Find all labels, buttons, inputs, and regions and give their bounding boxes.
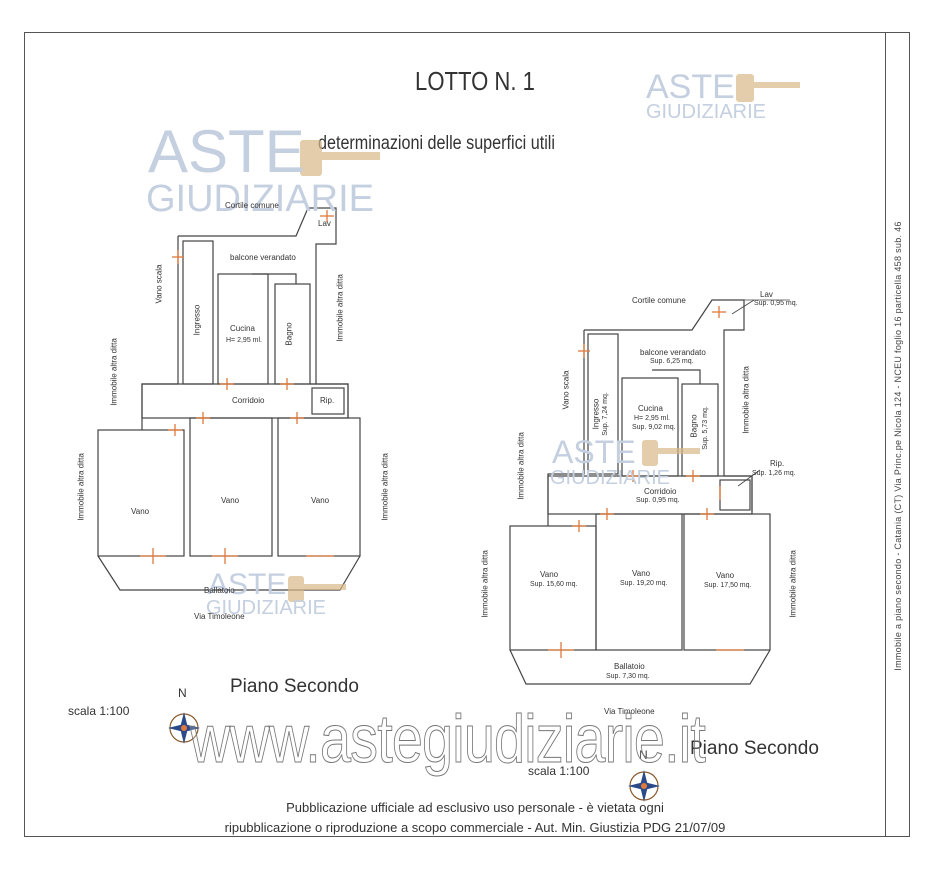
- right-vano2-label: Vano: [632, 569, 651, 578]
- gavel-logo-1: [300, 140, 380, 176]
- left-immobile-right2: Immobile altra ditta: [380, 453, 390, 521]
- right-vano-scala-label: Vano scala: [561, 370, 571, 410]
- right-via-label: Via Timoleone: [604, 707, 655, 716]
- right-rip-sup: Sup. 1,26 mq.: [752, 470, 796, 477]
- left-rip-label: Rip.: [320, 396, 335, 405]
- left-vano1-label: Vano: [131, 507, 150, 516]
- side-strip: [886, 32, 910, 837]
- right-immobile-left1: Immobile altra ditta: [516, 432, 526, 500]
- right-balcone-sup: Sup. 6,25 mq.: [650, 358, 694, 365]
- watermark-url: www.astegiudiziarie.it: [190, 701, 707, 778]
- right-cucina-label: Cucina: [638, 404, 663, 413]
- gavel-logo-3: [288, 576, 346, 602]
- right-corridoio-sup: Sup. 0,95 mq.: [636, 497, 680, 504]
- right-ingresso-label: Ingresso: [591, 398, 601, 430]
- right-bagno-label: Bagno: [689, 414, 699, 438]
- compass-left-n: N: [178, 686, 187, 700]
- right-vano3-label: Vano: [716, 571, 735, 580]
- right-plan-walls: [509, 299, 771, 685]
- right-corridoio-label: Corridoio: [644, 487, 677, 496]
- left-corridoio-label: Corridoio: [232, 396, 265, 405]
- left-ballatoio-label: Ballatoio: [204, 586, 235, 595]
- compass-right: [628, 770, 660, 802]
- right-cortile-label: Cortile comune: [632, 296, 686, 305]
- leader-lines: [731, 299, 790, 487]
- left-cucina-height: H= 2,95 ml.: [226, 337, 262, 344]
- left-bagno-label: Bagno: [284, 322, 294, 346]
- right-bagno-sup: Sup. 5,73 mq.: [702, 406, 709, 450]
- left-via-label: Via Timoleone: [194, 612, 245, 621]
- right-cucina-sup: Sup. 9,02 mq.: [632, 424, 676, 431]
- right-immobile-right1: Immobile altra ditta: [741, 366, 751, 434]
- right-immobile-right2: Immobile altra ditta: [788, 550, 798, 618]
- page-subtitle: determinazioni delle superfici utili: [318, 133, 555, 154]
- right-lav-label: Lav: [760, 290, 773, 299]
- footer-line-1: Pubblicazione ufficiale ad esclusivo uso…: [286, 800, 664, 815]
- door-markers: [140, 210, 744, 658]
- right-balcone-label: balcone verandato: [640, 348, 706, 357]
- right-vano1-sup: Sup. 15,60 mq.: [530, 581, 578, 588]
- right-rip-label: Rip.: [770, 459, 785, 468]
- right-immobile-left2: Immobile altra ditta: [480, 550, 490, 618]
- gavel-logo-4: [642, 440, 700, 466]
- right-vano3-sup: Sup. 17,50 mq.: [704, 582, 752, 589]
- left-floor-label: Piano Secondo: [230, 676, 359, 697]
- compass-right-n: N: [639, 748, 648, 762]
- right-ballatoio-sup: Sup. 7,30 mq.: [606, 673, 650, 680]
- right-scale-label: scala 1:100: [528, 764, 590, 778]
- left-vano2-label: Vano: [221, 496, 240, 505]
- left-cucina-label: Cucina: [230, 324, 255, 333]
- page-title: LOTTO N. 1: [415, 66, 535, 96]
- left-plan-walls: [97, 207, 361, 591]
- right-cucina-height: H= 2,95 ml.: [634, 415, 670, 422]
- compass-left: [168, 712, 200, 744]
- right-vano2-sup: Sup. 19,20 mq.: [620, 580, 668, 587]
- left-vano3-label: Vano: [311, 496, 330, 505]
- left-immobile-left1: Immobile altra ditta: [109, 338, 119, 406]
- left-ingresso-label: Ingresso: [192, 304, 202, 336]
- right-floor-label: Piano Secondo: [690, 738, 819, 759]
- footer-line-2: ripubblicazione o riproduzione a scopo c…: [224, 820, 726, 835]
- right-vano1-label: Vano: [540, 570, 559, 579]
- left-vano-scala-label: Vano scala: [154, 264, 164, 304]
- left-immobile-right1: Immobile altra ditta: [335, 274, 345, 342]
- left-immobile-left2: Immobile altra ditta: [76, 453, 86, 521]
- left-cortile-label: Cortile comune: [225, 201, 279, 210]
- left-balcone-label: balcone verandato: [230, 253, 296, 262]
- gavel-logo-2: [736, 74, 800, 102]
- left-lav-label: Lav: [318, 219, 331, 228]
- right-ingresso-sup: Sup. 7,24 mq.: [602, 392, 609, 436]
- right-lav-sup: Sup. 0,95 mq.: [754, 300, 798, 307]
- right-ballatoio-label: Ballatoio: [614, 662, 645, 671]
- left-scale-label: scala 1:100: [68, 704, 130, 718]
- document-frame: [24, 32, 886, 837]
